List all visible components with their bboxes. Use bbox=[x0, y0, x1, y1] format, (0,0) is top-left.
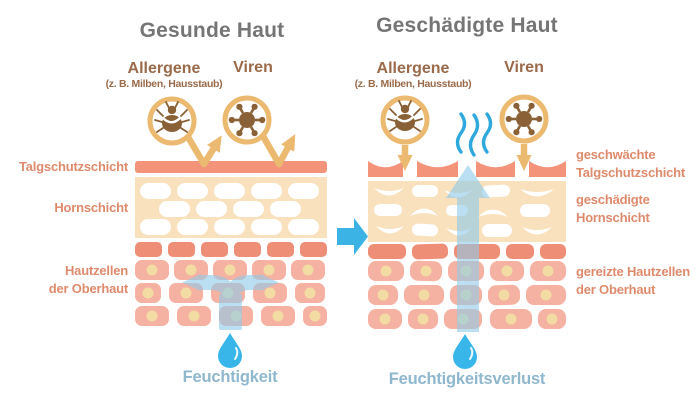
viruses-label-left: Viren bbox=[233, 59, 273, 76]
horn-layer-label: Hornschicht bbox=[54, 200, 128, 215]
virus-icon bbox=[228, 103, 266, 137]
mite-icon bbox=[154, 101, 190, 133]
mite-icon bbox=[387, 100, 423, 132]
damaged-horn-label: geschädigte Hornschicht bbox=[576, 191, 700, 227]
allergens-label-left: Allergene bbox=[127, 60, 201, 77]
moisture-label: Feuchtigkeit bbox=[182, 368, 278, 386]
transition-arrow bbox=[337, 218, 368, 255]
moisture-loss-arrow bbox=[446, 165, 490, 332]
damaged-skin-title: Geschädigte Haut bbox=[376, 14, 558, 37]
horn-layer-left bbox=[135, 177, 327, 238]
virus-icon bbox=[505, 102, 543, 136]
vapor-waves-icon bbox=[455, 112, 493, 157]
sebum-layer-label: Talgschutzschicht bbox=[18, 159, 128, 174]
allergens-label-right: Allergene bbox=[376, 60, 450, 77]
damaged-skin-cross-section bbox=[368, 161, 566, 332]
weakened-sebum-label-line2: Talgschutzschicht bbox=[576, 165, 686, 180]
water-drop-icon bbox=[218, 333, 242, 368]
damaged-horn-label-line1: geschädigte bbox=[576, 192, 650, 207]
sebum-layer-right-broken bbox=[368, 161, 566, 177]
bounce-arrow-mite bbox=[185, 135, 222, 168]
weakened-sebum-label-line1: geschwächte bbox=[576, 147, 656, 162]
skin-cells-label-line1: Hautzellen bbox=[64, 263, 128, 278]
irritated-cells-label: gereizte Hautzellen der Oberhaut bbox=[576, 263, 700, 299]
viruses-label-right: Viren bbox=[504, 59, 544, 76]
irritated-cells-label-line2: der Oberhaut bbox=[576, 282, 656, 297]
damaged-horn-label-line2: Hornschicht bbox=[576, 210, 650, 225]
skin-cells-label-line2: der Oberhaut bbox=[48, 281, 128, 296]
moisture-loss-label: Feuchtigkeitsverlust bbox=[388, 370, 546, 388]
moisture-spread-arrow bbox=[182, 274, 279, 330]
irritated-cells-label-line1: gereizte Hautzellen bbox=[576, 264, 690, 279]
healthy-skin-cross-section bbox=[135, 161, 327, 330]
skin-cells-label: Hautzellen der Oberhaut bbox=[2, 262, 128, 298]
bounce-arrow-virus bbox=[260, 134, 296, 168]
allergens-sublabel-right: (z. B. Milben, Hausstaub) bbox=[354, 78, 472, 90]
water-drop-icon bbox=[453, 334, 477, 369]
sebum-layer-left bbox=[135, 161, 327, 173]
weakened-sebum-label: geschwächte Talgschutzschicht bbox=[576, 146, 700, 182]
basal-row-left bbox=[135, 242, 327, 257]
allergens-sublabel-left: (z. B. Milben, Hausstaub) bbox=[105, 78, 223, 90]
healthy-skin-title: Gesunde Haut bbox=[139, 19, 285, 42]
